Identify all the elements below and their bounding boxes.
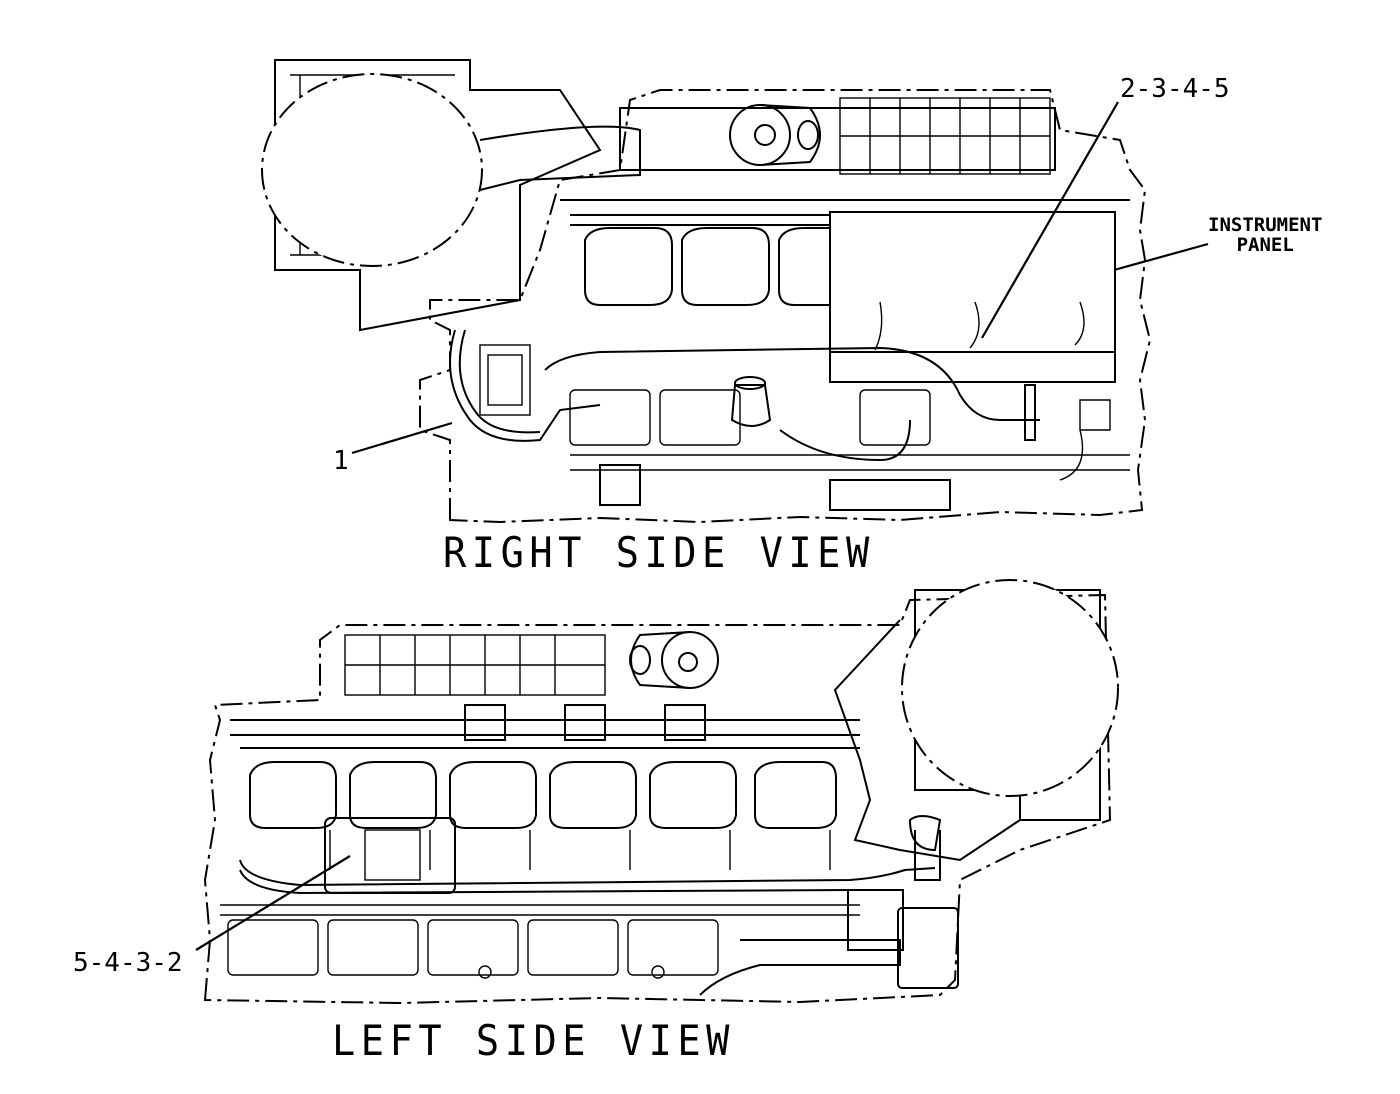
right-engine-phantom-outline: [419, 89, 1152, 524]
right-wiring-harness: [544, 346, 1040, 421]
right-valve-covers: [560, 199, 1130, 306]
callout-instrument-panel: INSTRUMENT PANEL: [1208, 214, 1323, 256]
callout-items-5-4-3-2: 5-4-3-2: [73, 948, 183, 978]
leader-line-instrument-panel: [1113, 242, 1209, 272]
right-side-view-title: RIGHT SIDE VIEW: [443, 528, 875, 577]
left-turbo-phantom-circle: [901, 579, 1119, 797]
leader-line-items-5-2: [195, 855, 351, 951]
left-engine-phantom-outline: [203, 593, 1112, 1005]
callout-items-2-3-4-5: 2-3-4-5: [1120, 74, 1230, 104]
right-crankcase-doors: [479, 344, 1130, 471]
aftercooler-grid: [839, 97, 1051, 175]
left-ecm-module: [324, 817, 456, 894]
right-filter-canister: [730, 384, 772, 427]
left-side-view-title: LEFT SIDE VIEW: [332, 1016, 735, 1065]
instrument-panel-box: [829, 211, 1116, 383]
left-valve-covers: [249, 704, 837, 829]
leader-line-item-1: [351, 421, 453, 455]
right-side-engine-drawing: [261, 59, 1152, 524]
left-crankcase-doors: [220, 904, 860, 976]
starter-cylinder: [729, 104, 821, 166]
leader-line-items-2-5: [981, 101, 1119, 339]
callout-item-1: 1: [333, 446, 349, 476]
left-filter-housing: [897, 907, 959, 989]
left-wiring-harness: [239, 859, 936, 887]
left-side-engine-drawing: [203, 579, 1119, 1005]
left-starter-cylinder: [629, 631, 719, 689]
right-turbo-phantom-circle: [261, 73, 483, 267]
left-aftercooler-grid: [344, 634, 606, 696]
